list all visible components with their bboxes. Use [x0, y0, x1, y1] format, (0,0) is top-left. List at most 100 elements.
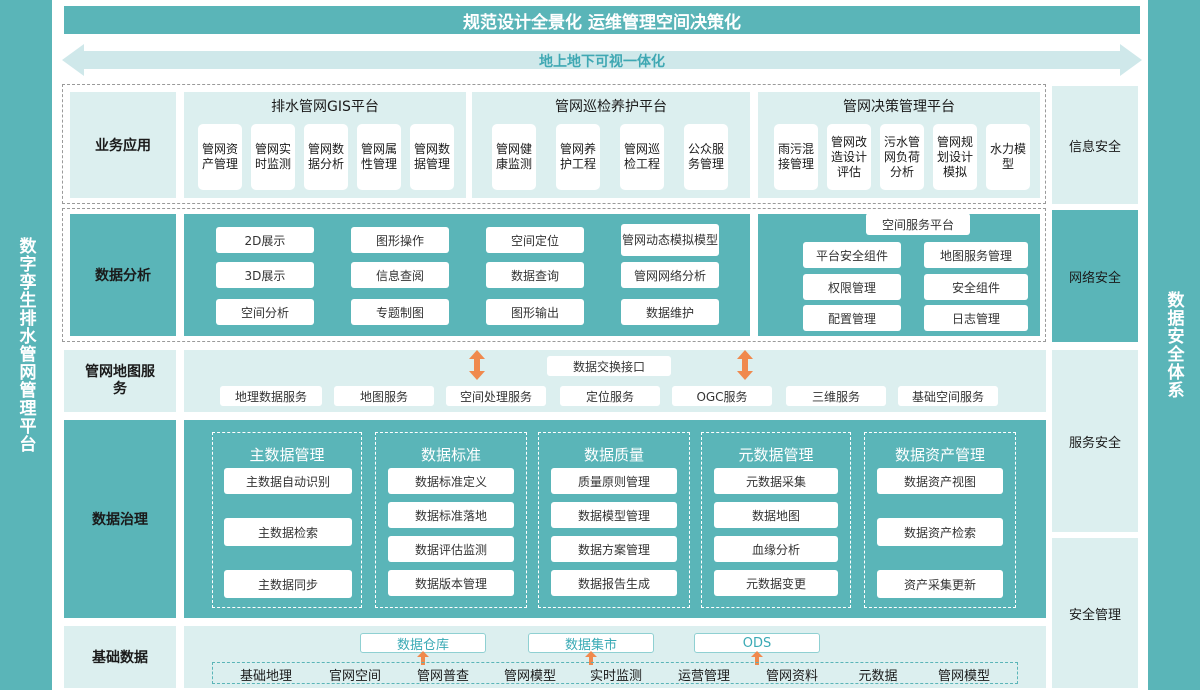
- store-arrow: [585, 651, 597, 665]
- map-service-item[interactable]: 基础空间服务: [898, 386, 998, 406]
- header-subtitle: 地上地下可视一体化: [539, 54, 665, 70]
- map-service-item[interactable]: OGC服务: [672, 386, 772, 406]
- map-service-item[interactable]: 三维服务: [786, 386, 886, 406]
- spatial-item[interactable]: 平台安全组件: [803, 242, 901, 268]
- governance-item[interactable]: 数据报告生成: [551, 570, 677, 596]
- spatial-item[interactable]: 地图服务管理: [924, 242, 1028, 268]
- app-item[interactable]: 污水管网负荷分析: [880, 124, 924, 190]
- store-item[interactable]: 数据仓库: [360, 633, 486, 653]
- governance-item[interactable]: 元数据采集: [714, 468, 838, 494]
- base-item: 基础地理: [239, 669, 292, 684]
- map-service-item[interactable]: 空间处理服务: [446, 386, 546, 406]
- governance-item[interactable]: 主数据自动识别: [224, 468, 352, 494]
- exchange-arrow-left: [469, 350, 485, 380]
- app-item[interactable]: 管网规划设计模拟: [933, 124, 977, 190]
- app-item[interactable]: 管网改造设计评估: [827, 124, 871, 190]
- app-item[interactable]: 管网数据分析: [304, 124, 348, 190]
- base-item: 管网资料: [765, 669, 818, 684]
- governance-group-title: 数据标准: [420, 446, 481, 464]
- analysis-item[interactable]: 管网网络分析: [621, 262, 719, 288]
- analysis-item[interactable]: 2D展示: [216, 227, 314, 253]
- base-item: 管网模型: [503, 669, 556, 684]
- analysis-item[interactable]: 专题制图: [351, 299, 449, 325]
- app-item[interactable]: 公众服务管理: [684, 124, 728, 190]
- header-title-bar: 规范设计全景化 运维管理空间决策化: [64, 6, 1140, 34]
- governance-item[interactable]: 血缘分析: [714, 536, 838, 562]
- spatial-platform-title: 空间服务平台: [866, 213, 970, 235]
- analysis-item[interactable]: 数据维护: [621, 299, 719, 325]
- governance-item[interactable]: 资产采集更新: [877, 570, 1003, 598]
- base-item: 实时监测: [589, 669, 642, 684]
- app-item[interactable]: 水力模型: [986, 124, 1030, 190]
- map-service-item[interactable]: 地图服务: [334, 386, 434, 406]
- governance-item[interactable]: 元数据变更: [714, 570, 838, 596]
- analysis-item[interactable]: 图形操作: [351, 227, 449, 253]
- governance-item[interactable]: 数据资产检索: [877, 518, 1003, 546]
- analysis-item[interactable]: 图形输出: [486, 299, 584, 325]
- right-security-label: 数据安全体系: [1148, 0, 1200, 690]
- governance-item[interactable]: 数据标准落地: [388, 502, 514, 528]
- decision-platform-title: 管网决策管理平台: [843, 99, 955, 115]
- base-item: 元数据: [858, 669, 898, 684]
- analysis-item[interactable]: 3D展示: [216, 262, 314, 288]
- app-item[interactable]: 管网属性管理: [357, 124, 401, 190]
- app-item[interactable]: 管网数据管理: [410, 124, 454, 190]
- data-exchange-interface[interactable]: 数据交换接口: [547, 356, 671, 376]
- governance-group-title: 主数据管理: [249, 446, 325, 464]
- map-service-item[interactable]: 地理数据服务: [220, 386, 322, 406]
- analysis-row-label: 数据分析: [70, 214, 176, 336]
- governance-group-quality: [538, 432, 690, 608]
- business-row-label: 业务应用: [70, 92, 176, 198]
- app-item[interactable]: 管网健康监测: [492, 124, 536, 190]
- app-item[interactable]: 雨污混接管理: [774, 124, 818, 190]
- governance-item[interactable]: 数据标准定义: [388, 468, 514, 494]
- spatial-item[interactable]: 配置管理: [803, 305, 901, 331]
- app-item[interactable]: 管网养护工程: [556, 124, 600, 190]
- base-item: 官网空间: [328, 669, 381, 684]
- map-service-item[interactable]: 定位服务: [560, 386, 660, 406]
- base-item: 管网普查: [416, 669, 469, 684]
- app-item[interactable]: 管网资产管理: [198, 124, 242, 190]
- analysis-item[interactable]: 数据查询: [486, 262, 584, 288]
- governance-item[interactable]: 数据模型管理: [551, 502, 677, 528]
- governance-item[interactable]: 数据方案管理: [551, 536, 677, 562]
- analysis-item[interactable]: 空间定位: [486, 227, 584, 253]
- security-service: 服务安全: [1052, 350, 1138, 532]
- base-item: 运营管理: [677, 669, 730, 684]
- spatial-item[interactable]: 安全组件: [924, 274, 1028, 300]
- store-arrow: [417, 651, 429, 665]
- analysis-item[interactable]: 信息查阅: [351, 262, 449, 288]
- governance-group-master: [212, 432, 362, 608]
- governance-group-standard: [375, 432, 527, 608]
- base-item: 管网模型: [937, 669, 990, 684]
- security-network: 网络安全: [1052, 210, 1138, 342]
- inspection-platform-title: 管网巡检养护平台: [555, 99, 667, 115]
- spatial-item[interactable]: 日志管理: [924, 305, 1028, 331]
- analysis-item[interactable]: 空间分析: [216, 299, 314, 325]
- governance-item[interactable]: 数据版本管理: [388, 570, 514, 596]
- business-row-frame: [62, 84, 1046, 204]
- governance-group-title: 数据资产管理: [894, 446, 985, 464]
- left-platform-label: 数字孪生排水管网管理平台: [0, 0, 52, 690]
- app-item[interactable]: 管网实时监测: [251, 124, 295, 190]
- security-management: 安全管理: [1052, 538, 1138, 688]
- governance-item[interactable]: 数据资产视图: [877, 468, 1003, 494]
- analysis-row-frame: [62, 208, 1046, 342]
- governance-item[interactable]: 主数据检索: [224, 518, 352, 546]
- map-service-row-label: 管网地图服务: [64, 350, 176, 412]
- governance-item[interactable]: 数据评估监测: [388, 536, 514, 562]
- spatial-item[interactable]: 权限管理: [803, 274, 901, 300]
- app-item[interactable]: 管网巡检工程: [620, 124, 664, 190]
- store-arrow: [751, 651, 763, 665]
- store-item[interactable]: ODS: [694, 633, 820, 653]
- governance-item[interactable]: 质量原则管理: [551, 468, 677, 494]
- governance-group-title: 数据质量: [583, 446, 644, 464]
- governance-item[interactable]: 主数据同步: [224, 570, 352, 598]
- governance-item[interactable]: 数据地图: [714, 502, 838, 528]
- governance-group-title: 元数据管理: [738, 446, 814, 464]
- security-info: 信息安全: [1052, 86, 1138, 204]
- analysis-item[interactable]: 管网动态模拟模型: [621, 224, 719, 256]
- store-item[interactable]: 数据集市: [528, 633, 654, 653]
- governance-row-label: 数据治理: [64, 420, 176, 618]
- base-row-label: 基础数据: [64, 626, 176, 688]
